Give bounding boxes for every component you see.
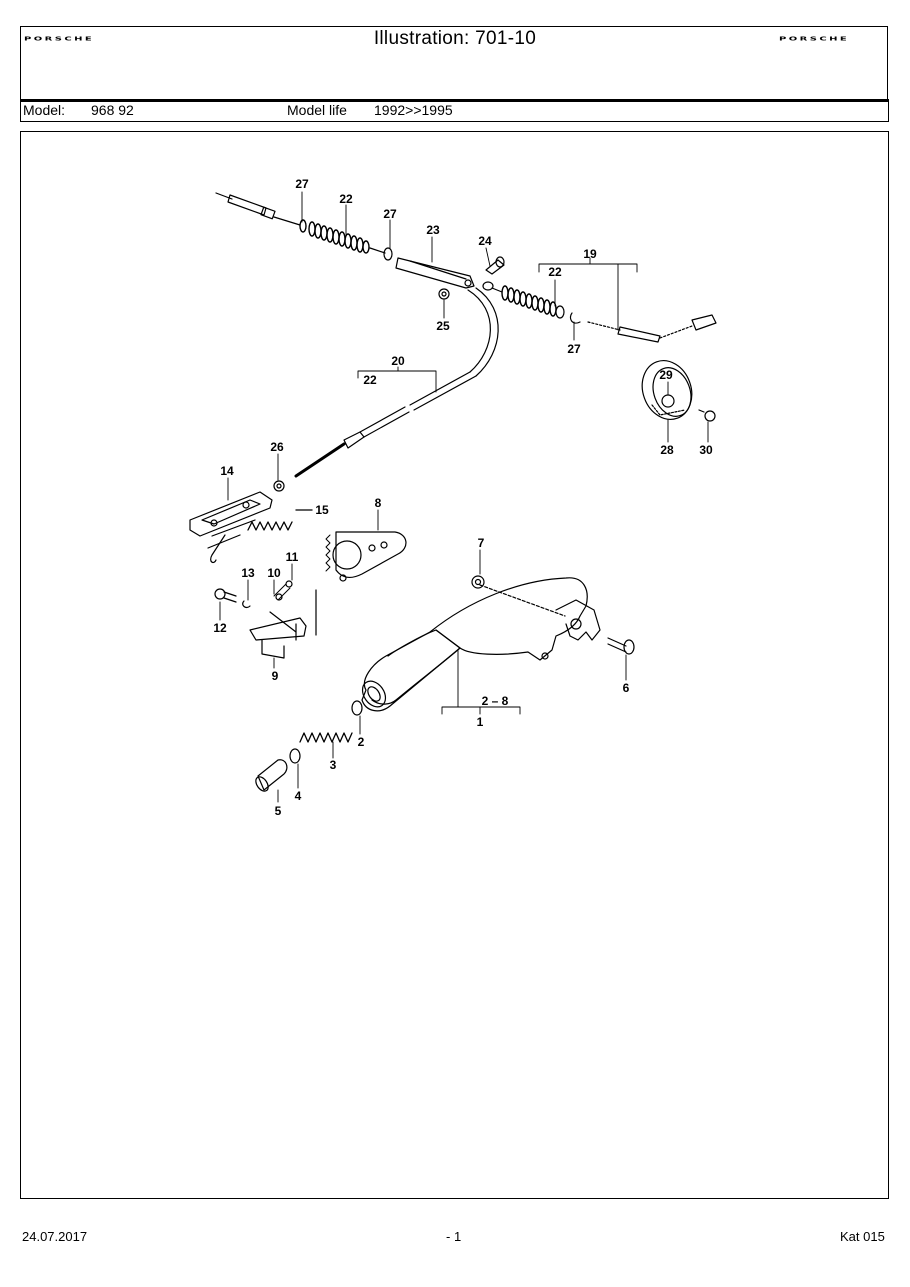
- callout-3: 3: [330, 758, 337, 772]
- callout-15: 15: [315, 503, 329, 517]
- ring-2: [351, 700, 363, 716]
- callout-25: 25: [436, 319, 450, 333]
- callout-7: 7: [478, 536, 485, 550]
- callout-10: 10: [267, 566, 281, 580]
- callout-12: 12: [213, 621, 227, 635]
- callout-27: 27: [567, 342, 581, 356]
- diagram-frame: [20, 131, 889, 1199]
- model-label: Model:: [23, 102, 66, 118]
- callout-22: 22: [363, 373, 377, 387]
- callout-labels: 27 22 27 23 24 19 22 25 27 20 22 29 28 3…: [213, 177, 713, 818]
- washer-13: [242, 600, 251, 609]
- model-row: Model: 968 92 Model life 1992>>1995: [20, 101, 889, 122]
- main-brake-cable: [294, 287, 499, 478]
- spring-15: [247, 509, 313, 531]
- ratchet-segment-8: [315, 531, 407, 636]
- nut-7: [471, 575, 485, 589]
- footer-catalog: Kat 015: [840, 1229, 885, 1244]
- callout-2: 2: [358, 735, 365, 749]
- callout-5: 5: [275, 804, 282, 818]
- page-title: Illustration: 701-10: [373, 28, 537, 49]
- bolt-24: [485, 256, 505, 275]
- callout-6: 6: [623, 681, 630, 695]
- callout-4: 4: [295, 789, 302, 803]
- nut-25: [438, 288, 450, 300]
- model-life-value: 1992>>1995: [374, 102, 453, 118]
- model-value: 968 92: [91, 102, 134, 118]
- callout-9: 9: [272, 669, 279, 683]
- callout-22: 22: [548, 265, 562, 279]
- callout-28: 28: [660, 443, 674, 457]
- callout-2-8: 2 – 8: [482, 694, 509, 708]
- callout-8: 8: [375, 496, 382, 510]
- push-button-5: [255, 759, 288, 792]
- front-brake-cable: [215, 192, 475, 289]
- callout-19: 19: [583, 247, 597, 261]
- cable-holder-14: [189, 491, 273, 564]
- spring-3: [299, 732, 353, 743]
- callout-14: 14: [220, 464, 234, 478]
- callout-26: 26: [270, 440, 284, 454]
- callout-27: 27: [383, 207, 397, 221]
- callout-27: 27: [295, 177, 309, 191]
- callout-11: 11: [286, 550, 299, 564]
- porsche-logo-right: PORSCHE: [779, 36, 850, 43]
- footer-date: 24.07.2017: [22, 1229, 88, 1244]
- porsche-logo-left: PORSCHE: [24, 36, 95, 43]
- nut-26: [273, 480, 285, 492]
- leader-lines: [219, 191, 709, 803]
- callout-20: 20: [391, 354, 405, 368]
- adjuster-wheel-28: [641, 360, 693, 420]
- bolt-12: [214, 588, 237, 603]
- callout-23: 23: [426, 223, 440, 237]
- washer-4: [289, 748, 301, 764]
- footer-page-number: - 1: [446, 1229, 462, 1244]
- callout-30: 30: [699, 443, 713, 457]
- handbrake-lever-1: [361, 577, 601, 712]
- callout-24: 24: [478, 234, 492, 248]
- callout-29: 29: [659, 368, 673, 382]
- screw-30: [698, 409, 716, 422]
- callout-13: 13: [241, 566, 255, 580]
- pin-6: [607, 637, 635, 655]
- rear-brake-cable: [482, 281, 717, 343]
- bracket-9: [249, 611, 307, 659]
- callout-22: 22: [339, 192, 353, 206]
- callout-1: 1: [477, 715, 484, 729]
- header-rule: [20, 99, 889, 102]
- model-life-label: Model life: [287, 102, 347, 118]
- screws-10-11: [273, 580, 293, 601]
